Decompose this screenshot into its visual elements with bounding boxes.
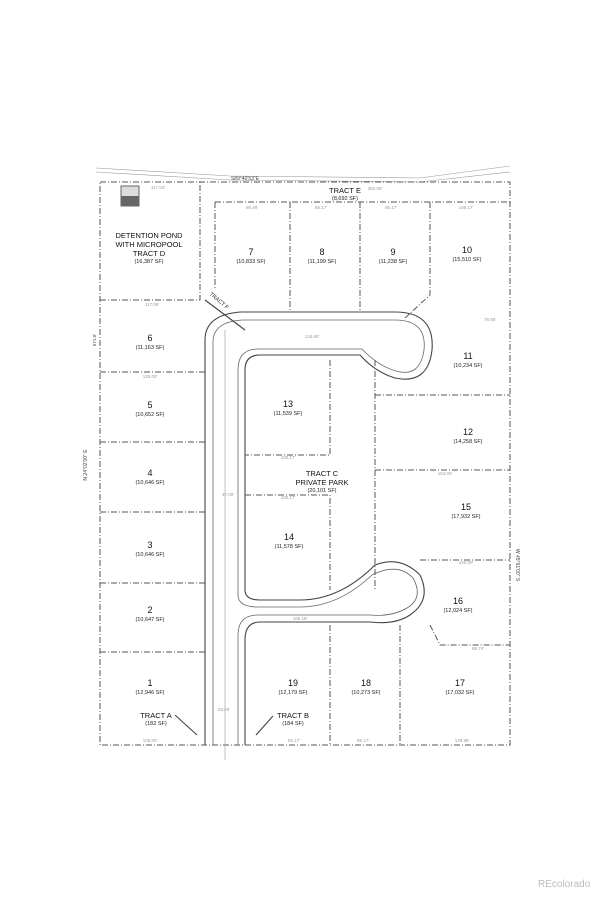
pond-outlet xyxy=(121,196,139,206)
lot-lines-west xyxy=(100,371,205,653)
lot-number: 12 xyxy=(463,427,473,437)
lot-area: (12,946 SF) xyxy=(135,690,164,696)
lot-area: (10,647 SF) xyxy=(135,617,164,623)
dimension-left-lot-width: 125.00' xyxy=(143,374,158,379)
lot-number: 13 xyxy=(283,399,293,409)
bearing-west-length: 671.0' xyxy=(92,334,97,346)
road-edge-north xyxy=(95,171,511,183)
lot-area: (10,833 SF) xyxy=(236,259,265,265)
tract-b-area: (184 SF) xyxy=(282,721,304,727)
lot-area: (14,258 SF) xyxy=(453,439,482,445)
bearing-east: W 45°91'00" S xyxy=(514,549,520,582)
lot-area: (10,652 SF) xyxy=(135,412,164,418)
road-centerline-north xyxy=(95,165,511,179)
tract-d-line xyxy=(100,182,201,301)
road-inner-edge xyxy=(212,319,425,745)
subdivision-boundary xyxy=(99,181,511,746)
lot-number: 8 xyxy=(319,247,324,257)
lot-area: (17,932 SF) xyxy=(451,514,480,520)
lot-area: (11,238 SF) xyxy=(379,259,408,265)
dimension-lot18-bottom: 85.17' xyxy=(357,738,369,743)
dimension-pond-bottom: 117.09' xyxy=(145,302,159,307)
tract-d-line2: WITH MICROPOOL xyxy=(115,240,182,249)
lot-number: 18 xyxy=(361,678,371,688)
dimension-lower-loop: 165.18' xyxy=(293,616,308,621)
lot-area: (10,234 SF) xyxy=(453,363,482,369)
dimension-labels: 117.04' 362.00' 86.49' 85.17' 85.17' 105.17' 1… xyxy=(143,185,497,743)
tract-c-area: (20,101 SF) xyxy=(307,488,336,494)
dimension-lot17-bottom: 129.96' xyxy=(455,738,470,743)
dimension-top-pond: 117.04' xyxy=(151,185,165,190)
lot-labels: 1 (12,946 SF) 2 (10,647 SF) 3 (10,646 SF) 4 (10… xyxy=(135,245,482,696)
lot-number: 19 xyxy=(288,678,298,688)
dimension-lot1-bottom: 105.00' xyxy=(143,738,158,743)
lot-number: 14 xyxy=(284,532,294,542)
tract-c-name: TRACT C xyxy=(306,469,339,478)
dimension-lot11-top: 78.80' xyxy=(484,317,496,322)
tract-a-area: (182 SF) xyxy=(145,721,167,727)
lot-number: 4 xyxy=(147,468,152,478)
dimension-lot9-top: 85.17' xyxy=(385,205,397,210)
bearing-west: N 24°02'00" E xyxy=(83,449,89,481)
dimension-lot19-bottom: 82.17' xyxy=(288,738,300,743)
dimension-lot14-top: 100.17' xyxy=(281,495,296,500)
lot-number: 11 xyxy=(463,351,472,361)
tract-c-use: PRIVATE PARK xyxy=(296,478,349,487)
lot-area: (12,179 SF) xyxy=(278,690,307,696)
tract-e-name: TRACT E xyxy=(329,186,361,195)
dimension-lot12-bottom: 154.00' xyxy=(438,471,453,476)
lot-number: 1 xyxy=(147,678,152,688)
lot-number: 3 xyxy=(147,540,152,550)
lot-number: 7 xyxy=(248,247,253,257)
dimension-road-53: 53.00' xyxy=(218,707,230,712)
lot-area: (15,510 SF) xyxy=(452,257,481,263)
dimension-loop-top: 134.60' xyxy=(305,334,320,339)
tract-f-line xyxy=(204,299,246,331)
tract-f-name: TRACT F xyxy=(208,292,230,312)
dimension-lot7-top: 86.49' xyxy=(246,205,258,210)
dimension-road-47: 47.00' xyxy=(222,492,234,497)
tract-e-area: (8,692 SF) xyxy=(332,196,358,202)
tract-d-area: (16,387 SF) xyxy=(134,259,163,265)
dimension-lot15-bottom: 120.00' xyxy=(459,560,474,565)
lot-area: (17,032 SF) xyxy=(445,690,474,696)
tract-d-line1: DETENTION POND xyxy=(115,231,183,240)
dimension-lot16-bottom: 88.74' xyxy=(472,646,484,651)
lot-number: 10 xyxy=(462,245,472,255)
dimension-lot10-top: 105.17' xyxy=(459,205,474,210)
tract-b-leader xyxy=(255,715,274,736)
lot-number: 2 xyxy=(147,605,152,615)
lot-area: (10,273 SF) xyxy=(351,690,380,696)
tract-d-name: TRACT D xyxy=(133,249,166,258)
lot-area: (11,539 SF) xyxy=(274,411,303,417)
lot-number: 15 xyxy=(461,502,471,512)
lot-area: (11,199 SF) xyxy=(308,259,337,265)
lot-lines-interior xyxy=(245,360,510,745)
lot-number: 16 xyxy=(453,596,463,606)
dimension-lot8-top: 85.17' xyxy=(315,205,327,210)
lot-area: (10,646 SF) xyxy=(135,480,164,486)
lot-area: (11,163 SF) xyxy=(136,345,165,351)
tract-a-leader xyxy=(174,714,198,736)
tract-a-name: TRACT A xyxy=(140,711,172,720)
lot-number: 17 xyxy=(455,678,465,688)
lot-area: (10,646 SF) xyxy=(135,552,164,558)
lot-area: (12,024 SF) xyxy=(443,608,472,614)
dimension-tract-e-len: 362.00' xyxy=(368,186,383,191)
dimension-lot13-bottom: 100.17' xyxy=(281,455,296,460)
road-west-edge xyxy=(204,311,433,745)
lot-number: 9 xyxy=(390,247,395,257)
watermark: REcolorado xyxy=(538,879,591,890)
lot-number: 5 xyxy=(147,400,152,410)
bearing-north: S89°40'53"E xyxy=(231,176,260,182)
lot-number: 6 xyxy=(147,333,152,343)
lot-area: (11,578 SF) xyxy=(275,544,304,550)
tract-b-name: TRACT B xyxy=(277,711,309,720)
